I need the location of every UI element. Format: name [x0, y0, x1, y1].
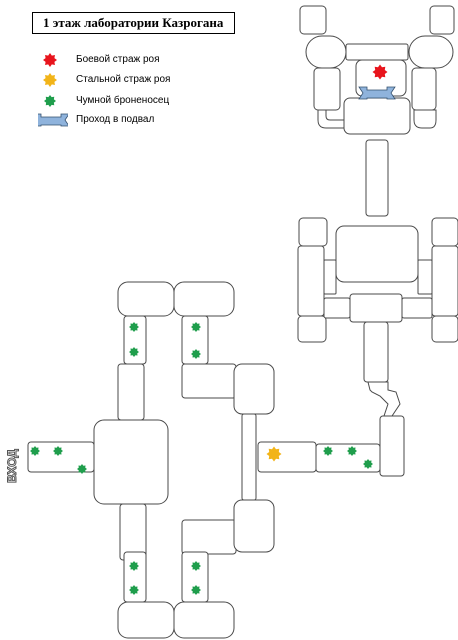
room — [417, 259, 433, 295]
room — [173, 601, 235, 639]
star-shape — [44, 95, 56, 107]
room — [257, 441, 317, 473]
room — [298, 217, 328, 247]
room — [349, 293, 403, 323]
plague-armadillo-marker — [323, 446, 333, 456]
room — [27, 441, 95, 473]
room — [297, 315, 327, 343]
room — [411, 67, 437, 111]
room — [323, 297, 351, 319]
plague-armadillo-marker — [191, 561, 201, 571]
room — [297, 245, 325, 317]
plague-armadillo-marker — [347, 446, 357, 456]
map-markers — [30, 64, 396, 595]
room — [117, 601, 175, 639]
legend-label: Стальной страж роя — [76, 74, 171, 85]
plague-armadillo-marker — [363, 459, 373, 469]
plague-armadillo-marker — [53, 446, 63, 456]
star-shape — [43, 53, 57, 67]
room — [241, 413, 257, 501]
legend-label: Боевой страж роя — [76, 54, 160, 65]
room — [313, 67, 341, 111]
entrance-label: ВХОД — [5, 449, 19, 483]
room — [429, 5, 455, 35]
room — [431, 245, 458, 317]
corridor-bend-left — [317, 109, 345, 129]
plague-armadillo-marker — [129, 561, 139, 571]
plague-armadillo-marker — [30, 446, 40, 456]
room — [123, 551, 147, 603]
room — [335, 225, 419, 283]
steel-guard-marker — [266, 446, 282, 462]
ribbon-icon — [38, 113, 68, 127]
room — [363, 321, 389, 383]
room — [117, 281, 175, 317]
room — [365, 139, 389, 217]
room — [431, 315, 458, 343]
red-star-icon — [43, 53, 57, 67]
room — [401, 297, 433, 319]
room — [408, 35, 454, 69]
room — [379, 415, 405, 477]
orange-star-icon — [43, 73, 57, 87]
corridor-bend-right — [413, 109, 437, 129]
room — [233, 363, 275, 415]
room — [323, 259, 337, 295]
plague-armadillo-marker — [191, 322, 201, 332]
legend-label: Чумной броненосец — [76, 95, 170, 106]
room — [181, 363, 237, 399]
battle-guard-marker — [372, 64, 388, 80]
room — [173, 281, 235, 317]
plague-armadillo-marker — [129, 585, 139, 595]
legend-label: Проход в подвал — [76, 114, 155, 125]
plague-armadillo-marker — [77, 464, 87, 474]
room — [343, 97, 411, 135]
plague-armadillo-marker — [129, 347, 139, 357]
room — [181, 519, 237, 555]
corridor-zigzag — [367, 381, 401, 417]
room — [305, 35, 347, 69]
room — [93, 419, 169, 505]
ribbon-shape — [38, 113, 68, 127]
star-shape — [43, 73, 57, 87]
basement-passage-marker — [358, 86, 396, 100]
plague-armadillo-marker — [191, 585, 201, 595]
room — [181, 551, 209, 603]
map-title: 1 этаж лаборатории Казрогана — [32, 12, 235, 34]
plague-armadillo-marker — [129, 322, 139, 332]
plague-armadillo-marker — [191, 349, 201, 359]
room — [123, 315, 147, 365]
room — [233, 499, 275, 553]
room — [299, 5, 327, 35]
room — [345, 43, 409, 61]
room — [117, 363, 145, 421]
green-star-icon — [44, 95, 56, 107]
room — [431, 217, 458, 247]
